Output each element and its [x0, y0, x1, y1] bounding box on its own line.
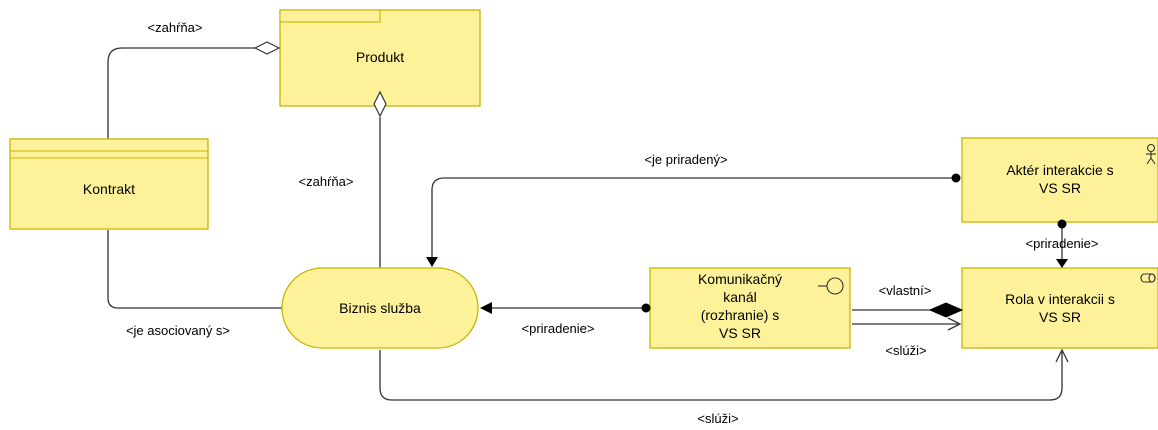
connector-akter-sluzba[interactable] — [431, 177, 958, 258]
label-sluzi-long: <slúži> — [697, 411, 738, 426]
assignment-arrow-rola — [1056, 259, 1068, 268]
serving-arrow-kanal — [947, 317, 962, 331]
role-icon — [1140, 273, 1156, 283]
connections — [107, 47, 1063, 401]
label-sluzi-short: <slúži> — [885, 343, 926, 358]
assignment-dot-kanal — [641, 303, 651, 313]
actor-icon — [1146, 143, 1156, 165]
kanal-label-line2: kanál — [723, 289, 756, 305]
assignment-dot-akter — [951, 173, 961, 183]
label-priradenie-vert: <priradenie> — [1026, 236, 1099, 251]
label-vlastni: <vlastní> — [879, 283, 932, 298]
markers — [253, 41, 1069, 363]
akter-label-line1: Aktér interakcie s — [1006, 162, 1113, 178]
label-priradenie-horiz: <priradenie> — [522, 321, 595, 336]
node-akter-interakcie[interactable]: Aktér interakcie s VS SR — [961, 137, 1158, 223]
label-je-priradeny: <je priradený> — [644, 152, 727, 167]
relation-labels: <zahŕňa> <zahŕňa> <je asociovaný s> <je … — [126, 20, 1099, 426]
kontrakt-label: Kontrakt — [83, 181, 135, 197]
composition-diamond — [928, 302, 964, 318]
kanal-label-line4: VS SR — [719, 325, 761, 341]
node-komunikacny-kanal[interactable]: Komunikačný kanál (rozhranie) s VS SR — [649, 267, 851, 349]
kanal-label-line1: Komunikačný — [698, 271, 782, 287]
serving-arrow-bottom — [1055, 348, 1069, 363]
interface-icon — [818, 277, 844, 295]
biznis-sluzba-label: Biznis služba — [339, 300, 421, 316]
kanal-label-line3: (rozhranie) s — [701, 307, 780, 323]
node-produkt[interactable]: Produkt — [279, 9, 481, 107]
produkt-label: Produkt — [356, 49, 404, 65]
rola-label-line2: VS SR — [1039, 309, 1081, 325]
node-rola-v-interakcii[interactable]: Rola v interakcii s VS SR — [961, 267, 1158, 349]
label-je-asociovany: <je asociovaný s> — [126, 323, 230, 338]
connector-kontrakt-produkt[interactable] — [107, 47, 255, 140]
assignment-dot-akter-bottom — [1057, 219, 1067, 229]
connector-sluzba-rola-sluzi[interactable] — [379, 350, 1063, 401]
label-zahrna-top: <zahŕňa> — [148, 20, 203, 35]
aggregation-diamond-left — [253, 41, 281, 55]
rola-label-line1: Rola v interakcii s — [1005, 291, 1115, 307]
aggregation-diamond-bottom — [373, 90, 387, 118]
assignment-arrow-left — [480, 302, 492, 314]
node-biznis-sluzba[interactable]: Biznis služba — [281, 267, 479, 349]
node-kontrakt[interactable]: Kontrakt — [9, 138, 209, 230]
connector-kontrakt-sluzba[interactable] — [107, 230, 282, 309]
label-zahrna-mid: <zahŕňa> — [299, 174, 354, 189]
assignment-arrow-top — [426, 257, 438, 267]
akter-label-line2: VS SR — [1039, 180, 1081, 196]
